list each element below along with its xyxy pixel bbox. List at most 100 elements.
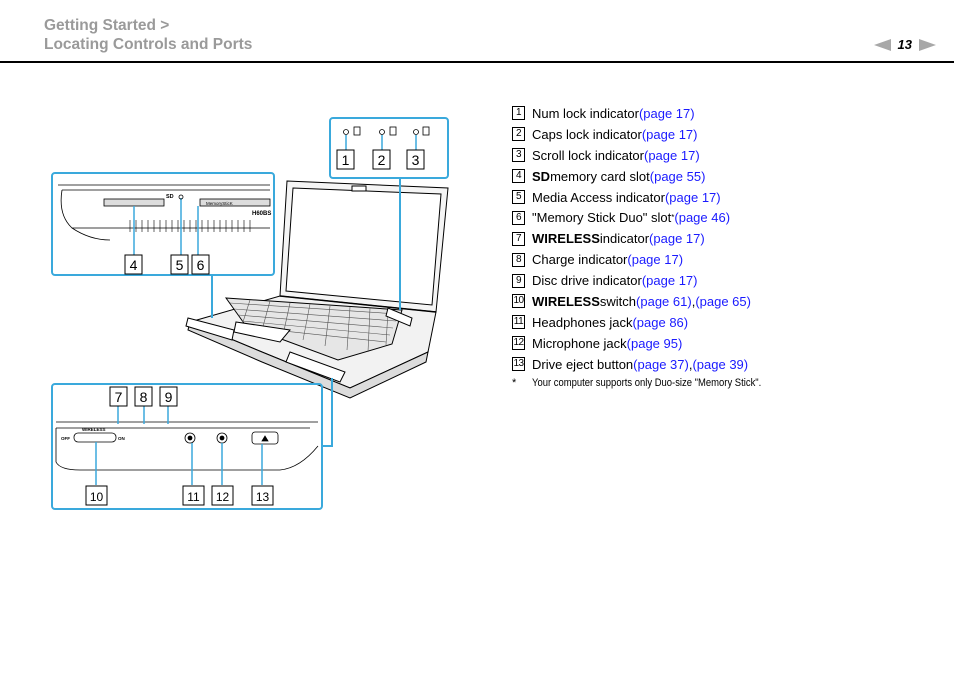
memory-stick-panel-label: MemorySticK: [206, 201, 233, 206]
callout-label-13: 13: [256, 490, 270, 504]
callout-label-3: 3: [412, 152, 420, 168]
item-text: Charge indicator: [532, 252, 628, 268]
callout-12: 12: [211, 485, 234, 506]
laptop-illustration: [185, 180, 449, 399]
callout-label-9: 9: [165, 389, 173, 405]
item-number-badge: 2: [512, 127, 525, 142]
item-text: Drive eject button: [532, 356, 634, 372]
item-text: Media Access indicator: [532, 189, 665, 205]
sd-panel-label: SD: [166, 194, 174, 200]
list-item: 12 Microphone jack (page 95): [512, 333, 942, 354]
item-text: indicator: [599, 231, 650, 247]
list-item: 3 Scroll lock indicator (page 17): [512, 145, 942, 166]
item-number-badge: 5: [512, 190, 525, 204]
page-link[interactable]: (page 17): [664, 189, 721, 205]
callout-label-2: 2: [378, 152, 386, 168]
footnote-reference: *: [671, 213, 675, 223]
callout-numbers: 1 2 3 4 5 6 7 8 9 10 11 12 13: [85, 149, 425, 506]
page-link[interactable]: (page 55): [649, 168, 706, 184]
next-page-icon[interactable]: [919, 38, 936, 51]
page-number: 13: [897, 37, 912, 52]
list-item: 8 Charge indicator (page 17): [512, 249, 942, 270]
item-text: ,: [688, 356, 693, 372]
callout-5: 5: [170, 254, 189, 275]
item-number-badge: 13: [512, 357, 525, 372]
item-number-badge: 12: [512, 336, 525, 351]
header-divider: [0, 61, 954, 63]
breadcrumb-section[interactable]: Getting Started >: [44, 17, 170, 34]
item-text: Scroll lock indicator: [532, 147, 644, 163]
page-link[interactable]: (page 17): [641, 273, 698, 289]
page-link[interactable]: (page 39): [692, 356, 749, 372]
page-link[interactable]: (page 61): [636, 293, 692, 309]
item-text: WIRELESS: [532, 293, 600, 309]
callout-label-5: 5: [176, 257, 184, 273]
item-number-badge: 6: [512, 210, 525, 225]
callout-label-12: 12: [216, 490, 230, 504]
item-number-badge: 9: [512, 273, 525, 288]
page-link[interactable]: (page 17): [627, 252, 684, 268]
callout-frames: [51, 117, 449, 510]
item-text: Disc drive indicator: [532, 273, 642, 289]
item-text: Headphones jack: [532, 314, 633, 330]
model-label: H60BS: [252, 211, 271, 217]
footnote-mark: *: [512, 376, 517, 389]
item-text: WIRELESS: [532, 231, 600, 247]
callout-13: 13: [251, 485, 274, 506]
page-link[interactable]: (page 46): [674, 210, 731, 226]
callout-label-1: 1: [342, 152, 350, 168]
page-link[interactable]: (page 17): [649, 231, 705, 247]
callout-label-10: 10: [90, 490, 104, 504]
page-link[interactable]: (page 95): [626, 335, 683, 351]
list-item: 2 Caps lock indicator (page 17): [512, 124, 942, 145]
item-text: ,: [691, 293, 696, 309]
item-number-badge: 8: [512, 252, 525, 267]
previous-page-icon[interactable]: [873, 38, 891, 51]
on-label: ON: [118, 436, 125, 441]
laptop-diagram: SD MemorySticK H60BS WIRELESS OFF ON 1 2…: [51, 117, 449, 510]
callout-11: 11: [182, 485, 205, 506]
page-link[interactable]: (page 37): [633, 356, 689, 372]
callout-label-6: 6: [197, 257, 205, 273]
footnote: * Your computer supports only Duo-size "…: [512, 377, 942, 389]
page-link[interactable]: (page 65): [695, 293, 751, 309]
callout-10: 10: [85, 485, 108, 506]
breadcrumb-subsection[interactable]: Locating Controls and Ports: [44, 36, 253, 53]
item-text: Caps lock indicator: [532, 126, 642, 142]
item-text: SD: [532, 168, 551, 184]
page-link[interactable]: (page 17): [641, 126, 698, 142]
item-number-badge: 7: [512, 231, 525, 246]
callout-4: 4: [124, 254, 143, 275]
list-item: 13 Drive eject button (page 37), (page 39…: [512, 354, 942, 375]
item-text: Microphone jack: [532, 335, 627, 351]
wireless-panel-label: WIRELESS: [82, 427, 106, 432]
item-number-badge: 11: [512, 315, 525, 330]
item-number-badge: 3: [512, 148, 525, 163]
callout-9: 9: [159, 386, 178, 407]
page-link[interactable]: (page 86): [632, 314, 689, 330]
callout-8: 8: [134, 386, 153, 407]
list-item: 9 Disc drive indicator (page 17): [512, 270, 942, 291]
indicator-panel-1-3: [343, 126, 430, 150]
list-item: 5 Media Access indicator (page 17): [512, 187, 942, 208]
item-number-badge: 1: [512, 106, 525, 121]
callout-3: 3: [406, 149, 425, 170]
callout-1: 1: [336, 149, 355, 170]
page-link[interactable]: (page 17): [638, 105, 695, 121]
item-text: "Memory Stick Duo" slot: [532, 210, 672, 226]
footnote-text: Your computer supports only Duo-size "Me…: [532, 376, 762, 389]
callout-7: 7: [109, 386, 128, 407]
item-text: memory card slot: [550, 168, 650, 184]
callout-label-11: 11: [187, 490, 200, 504]
page-link[interactable]: (page 17): [644, 147, 700, 163]
page-header: Getting Started > Locating Controls and …: [44, 16, 252, 54]
callout-2: 2: [372, 149, 391, 170]
off-label: OFF: [61, 436, 70, 441]
list-item: 11 Headphones jack (page 86): [512, 312, 942, 333]
page-navigation: 13: [873, 37, 936, 52]
list-item: 6 "Memory Stick Duo" slot* (page 46): [512, 207, 942, 228]
